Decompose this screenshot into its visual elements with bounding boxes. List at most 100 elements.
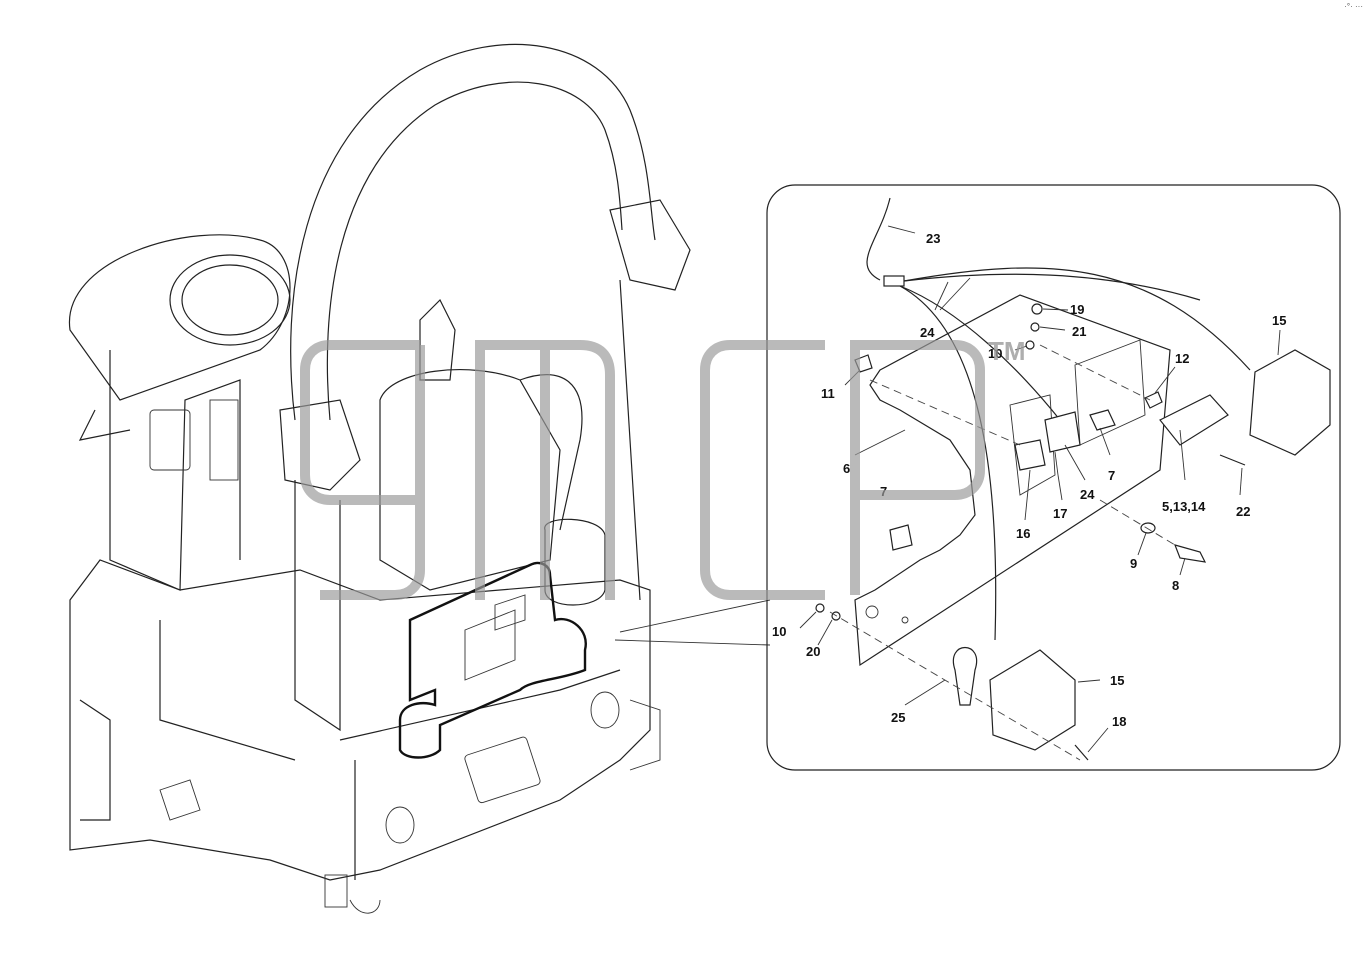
joystick [419, 298, 456, 381]
callout-23: 23 [926, 231, 940, 246]
rear-hinge [629, 699, 661, 771]
callout-15-top: 15 [1272, 313, 1286, 328]
dash-handle [78, 409, 131, 441]
leader-12 [1154, 366, 1176, 394]
leader-20 [817, 619, 833, 646]
rops-leg-left [294, 480, 341, 732]
lens-15-bottom [989, 649, 1076, 751]
callout-5-13-14: 5,13,14 [1162, 499, 1206, 514]
cable-branch-b [903, 267, 1251, 371]
pad-7-right [1089, 409, 1116, 431]
leader-23 [887, 225, 916, 234]
machine-illustration [69, 43, 771, 914]
callout-8: 8 [1172, 578, 1179, 593]
body-panel-left [159, 620, 296, 761]
callout-18: 18 [1112, 714, 1126, 729]
gauge-round-lower [385, 806, 415, 844]
front-panel [79, 699, 111, 821]
callout-16: 16 [1016, 526, 1030, 541]
callout-10-top: 10 [988, 346, 1002, 361]
leader-6 [854, 429, 906, 456]
nut-10-bottom [815, 603, 825, 613]
connector [883, 275, 905, 287]
tray-window [464, 609, 516, 681]
machine-body [69, 559, 651, 881]
leader-9 [1137, 532, 1147, 556]
plate-cutout [1074, 339, 1146, 446]
leader-bottom [614, 639, 771, 646]
relay-16 [1014, 439, 1046, 471]
callout-17: 17 [1053, 506, 1067, 521]
seat-back [519, 374, 583, 531]
seat [379, 369, 561, 591]
rops-bracket-left [279, 399, 361, 491]
steering-wheel [169, 254, 291, 346]
detail-illustration [799, 197, 1331, 761]
leader-17 [1057, 474, 1063, 501]
leader-10a [1014, 345, 1028, 351]
screw-22 [1219, 454, 1246, 466]
leader-15a [1277, 329, 1281, 356]
tank-cap [544, 518, 606, 606]
nut-19 [1031, 303, 1043, 315]
plate-hole-small [901, 616, 909, 624]
leader-24b [1064, 444, 1086, 481]
screw-18 [1074, 744, 1089, 761]
body-edge [339, 669, 621, 741]
bulb-25 [952, 647, 978, 706]
washer-21 [1030, 322, 1040, 332]
callout-24-bottom: 24 [1080, 487, 1095, 502]
leader-15b [1077, 679, 1101, 683]
callout-6: 6 [843, 461, 850, 476]
corner-mark: ·°· ··· [1344, 2, 1363, 11]
tray-relay [494, 594, 526, 631]
callout-25: 25 [891, 710, 905, 725]
display-slot [464, 736, 541, 804]
relay-pocket [1009, 394, 1056, 496]
callout-11: 11 [821, 386, 835, 401]
dash-switches [209, 399, 239, 481]
pad-7-left [889, 524, 913, 551]
callout-21: 21 [1072, 324, 1086, 339]
leader-16 [1024, 469, 1031, 521]
leader-18 [1087, 727, 1109, 753]
callout-19: 19 [1070, 302, 1084, 317]
callout-7-right: 7 [1108, 468, 1115, 483]
leader-21 [1039, 326, 1066, 331]
front-cutout [159, 779, 201, 821]
key-switch [324, 874, 348, 908]
axis-a [869, 379, 1021, 446]
detail-callout-box [766, 184, 1341, 771]
watermark-logo: TM [300, 336, 1026, 600]
cable-branch-d [899, 285, 1061, 421]
axis-c [1099, 499, 1176, 546]
plate-hole [865, 605, 879, 619]
leader-24a-1 [934, 281, 949, 311]
rops-arch-inner [326, 81, 623, 421]
battery-bracket-highlight [398, 561, 587, 759]
spacer-12 [1144, 391, 1163, 409]
callout-12: 12 [1175, 351, 1189, 366]
dash-frame [69, 234, 291, 401]
rops-bracket-right [609, 199, 691, 291]
callout-20: 20 [806, 644, 820, 659]
leader-5 [1179, 429, 1186, 481]
leader-25 [904, 679, 946, 706]
rops-leg-right [619, 279, 641, 601]
rops-arch-outer [290, 43, 656, 421]
axis-b [1039, 344, 1151, 401]
steering-wheel-inner [181, 264, 279, 336]
dash-gauges [149, 409, 191, 471]
lamp-housing [1159, 394, 1229, 446]
relay-24 [1044, 411, 1081, 453]
callout-22: 22 [1236, 504, 1250, 519]
callout-24-top: 24 [920, 325, 935, 340]
leader-19 [1042, 308, 1069, 311]
lens-15-top [1249, 349, 1331, 456]
bolt-8 [1174, 544, 1207, 563]
callout-10-bottom: 10 [772, 624, 786, 639]
leader-top [619, 599, 771, 633]
axis-d [829, 611, 1081, 761]
